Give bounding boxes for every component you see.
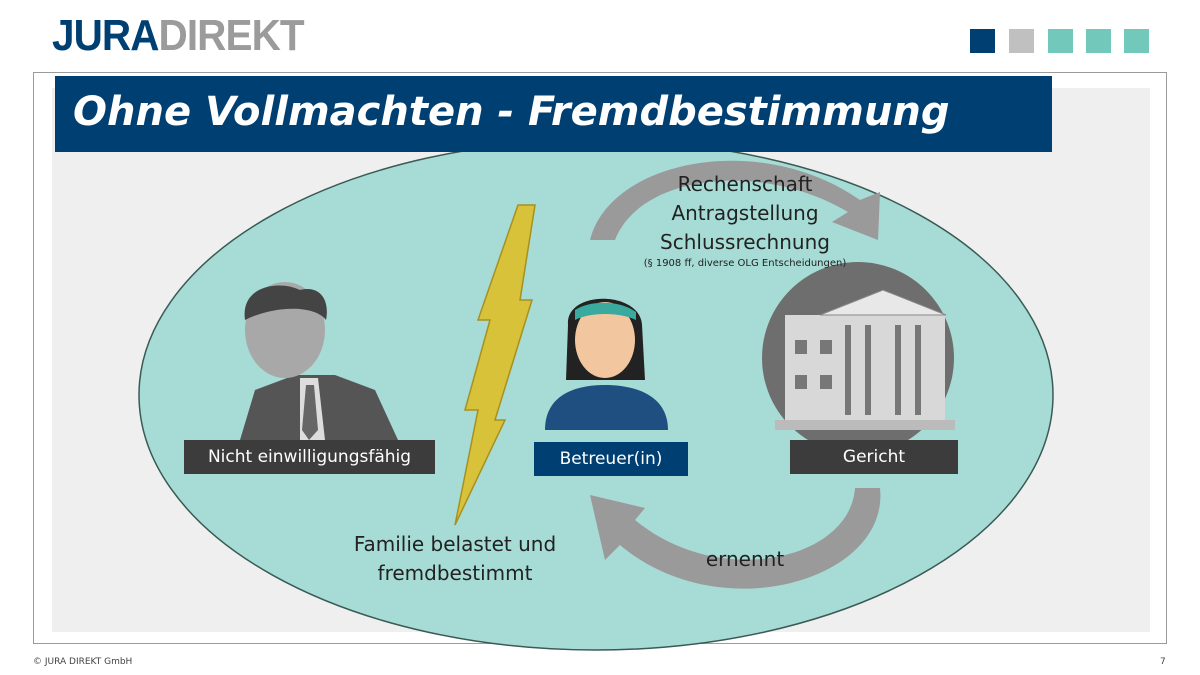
man-icon — [240, 282, 398, 440]
legal-note: (§ 1908 ff, diverse OLG Entscheidungen) — [643, 258, 847, 269]
deco-square — [1009, 29, 1034, 53]
deco-square — [1124, 29, 1149, 53]
betreuer-label: Betreuer(in) — [534, 442, 688, 476]
court-label: Gericht — [790, 440, 958, 474]
text-schlussrechnung: Schlussrechnung — [660, 230, 830, 254]
family-text-line: fremdbestimmt — [377, 561, 533, 585]
deco-square — [1048, 29, 1073, 53]
deco-square — [970, 29, 995, 53]
logo: JURADIREKT — [52, 11, 305, 60]
logo-part-direkt: DIREKT — [158, 11, 305, 60]
deco-square — [1086, 29, 1111, 53]
arrow-top-icon — [590, 160, 880, 240]
page-number: 7 — [1160, 657, 1166, 667]
family-text-line: Familie belastet und — [353, 532, 557, 556]
betreuerin-icon — [545, 298, 668, 430]
top-text: Rechenschaft Antragstellung Schlussrechn… — [600, 170, 890, 257]
person-label: Nicht einwilligungsfähig — [184, 440, 435, 474]
court-building-icon — [762, 262, 955, 454]
text-antragstellung: Antragstellung — [671, 201, 819, 225]
family-text: Familie belastet und fremdbestimmt — [330, 530, 580, 588]
page-title: Ohne Vollmachten - Fremdbestimmung — [55, 76, 1052, 152]
text-rechenschaft: Rechenschaft — [677, 172, 813, 196]
logo-part-jura: JURA — [52, 11, 159, 60]
lightning-icon — [454, 204, 536, 526]
appoints-text: ernennt — [705, 547, 785, 571]
arrow-bottom-icon — [590, 488, 881, 589]
copyright: © JURA DIREKT GmbH — [33, 657, 133, 667]
